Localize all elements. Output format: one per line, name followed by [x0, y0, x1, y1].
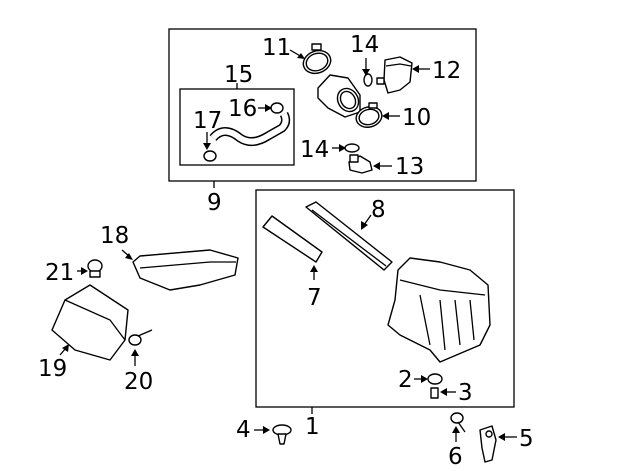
callout-17: 17 [193, 108, 222, 134]
callout-14-lower: 14 [300, 137, 329, 163]
seal-14-upper [363, 73, 373, 87]
callout-2: 2 [398, 367, 413, 393]
bolt-20 [128, 329, 153, 346]
hose-15 [209, 111, 291, 146]
callout-19: 19 [38, 356, 67, 382]
callout-18: 18 [100, 223, 129, 249]
leader-lines [59, 49, 517, 442]
callout-10: 10 [402, 105, 431, 131]
callout-4: 4 [236, 417, 251, 443]
air-cleaner-box [255, 189, 515, 408]
callout-13: 13 [395, 154, 424, 180]
bolt-6 [450, 412, 466, 433]
callout-5: 5 [519, 426, 534, 452]
air-cleaner-housing [387, 257, 491, 363]
callout-14-upper: 14 [350, 32, 379, 58]
cover-19 [51, 284, 129, 361]
duct-18 [132, 249, 239, 291]
callout-20: 20 [124, 369, 153, 395]
clamp-11 [302, 43, 332, 75]
clamp-10 [355, 102, 383, 128]
clamp-16 [270, 102, 284, 114]
intake-group-box [168, 28, 477, 182]
callout-8: 8 [371, 197, 386, 223]
throttle-body-adapter [317, 74, 361, 118]
collar-3 [430, 387, 439, 399]
grommet-2 [427, 373, 443, 385]
callout-7: 7 [307, 285, 322, 311]
filter-7 [262, 215, 323, 263]
callout-1: 1 [305, 414, 320, 440]
callout-12: 12 [432, 58, 461, 84]
connector-13 [348, 154, 373, 174]
callout-16: 16 [228, 96, 257, 122]
bracket-5 [479, 425, 497, 463]
clip-14-lower [344, 143, 360, 153]
resonator-12 [376, 56, 413, 94]
callout-9: 9 [207, 190, 222, 216]
callout-15: 15 [224, 62, 253, 88]
callout-11: 11 [262, 35, 291, 61]
callout-21: 21 [45, 260, 74, 286]
callout-3: 3 [458, 380, 473, 406]
callout-6: 6 [448, 444, 463, 470]
filter-element-8 [305, 201, 393, 271]
clip-21 [87, 259, 103, 278]
clip-4 [272, 424, 292, 445]
clamp-17 [203, 150, 217, 162]
